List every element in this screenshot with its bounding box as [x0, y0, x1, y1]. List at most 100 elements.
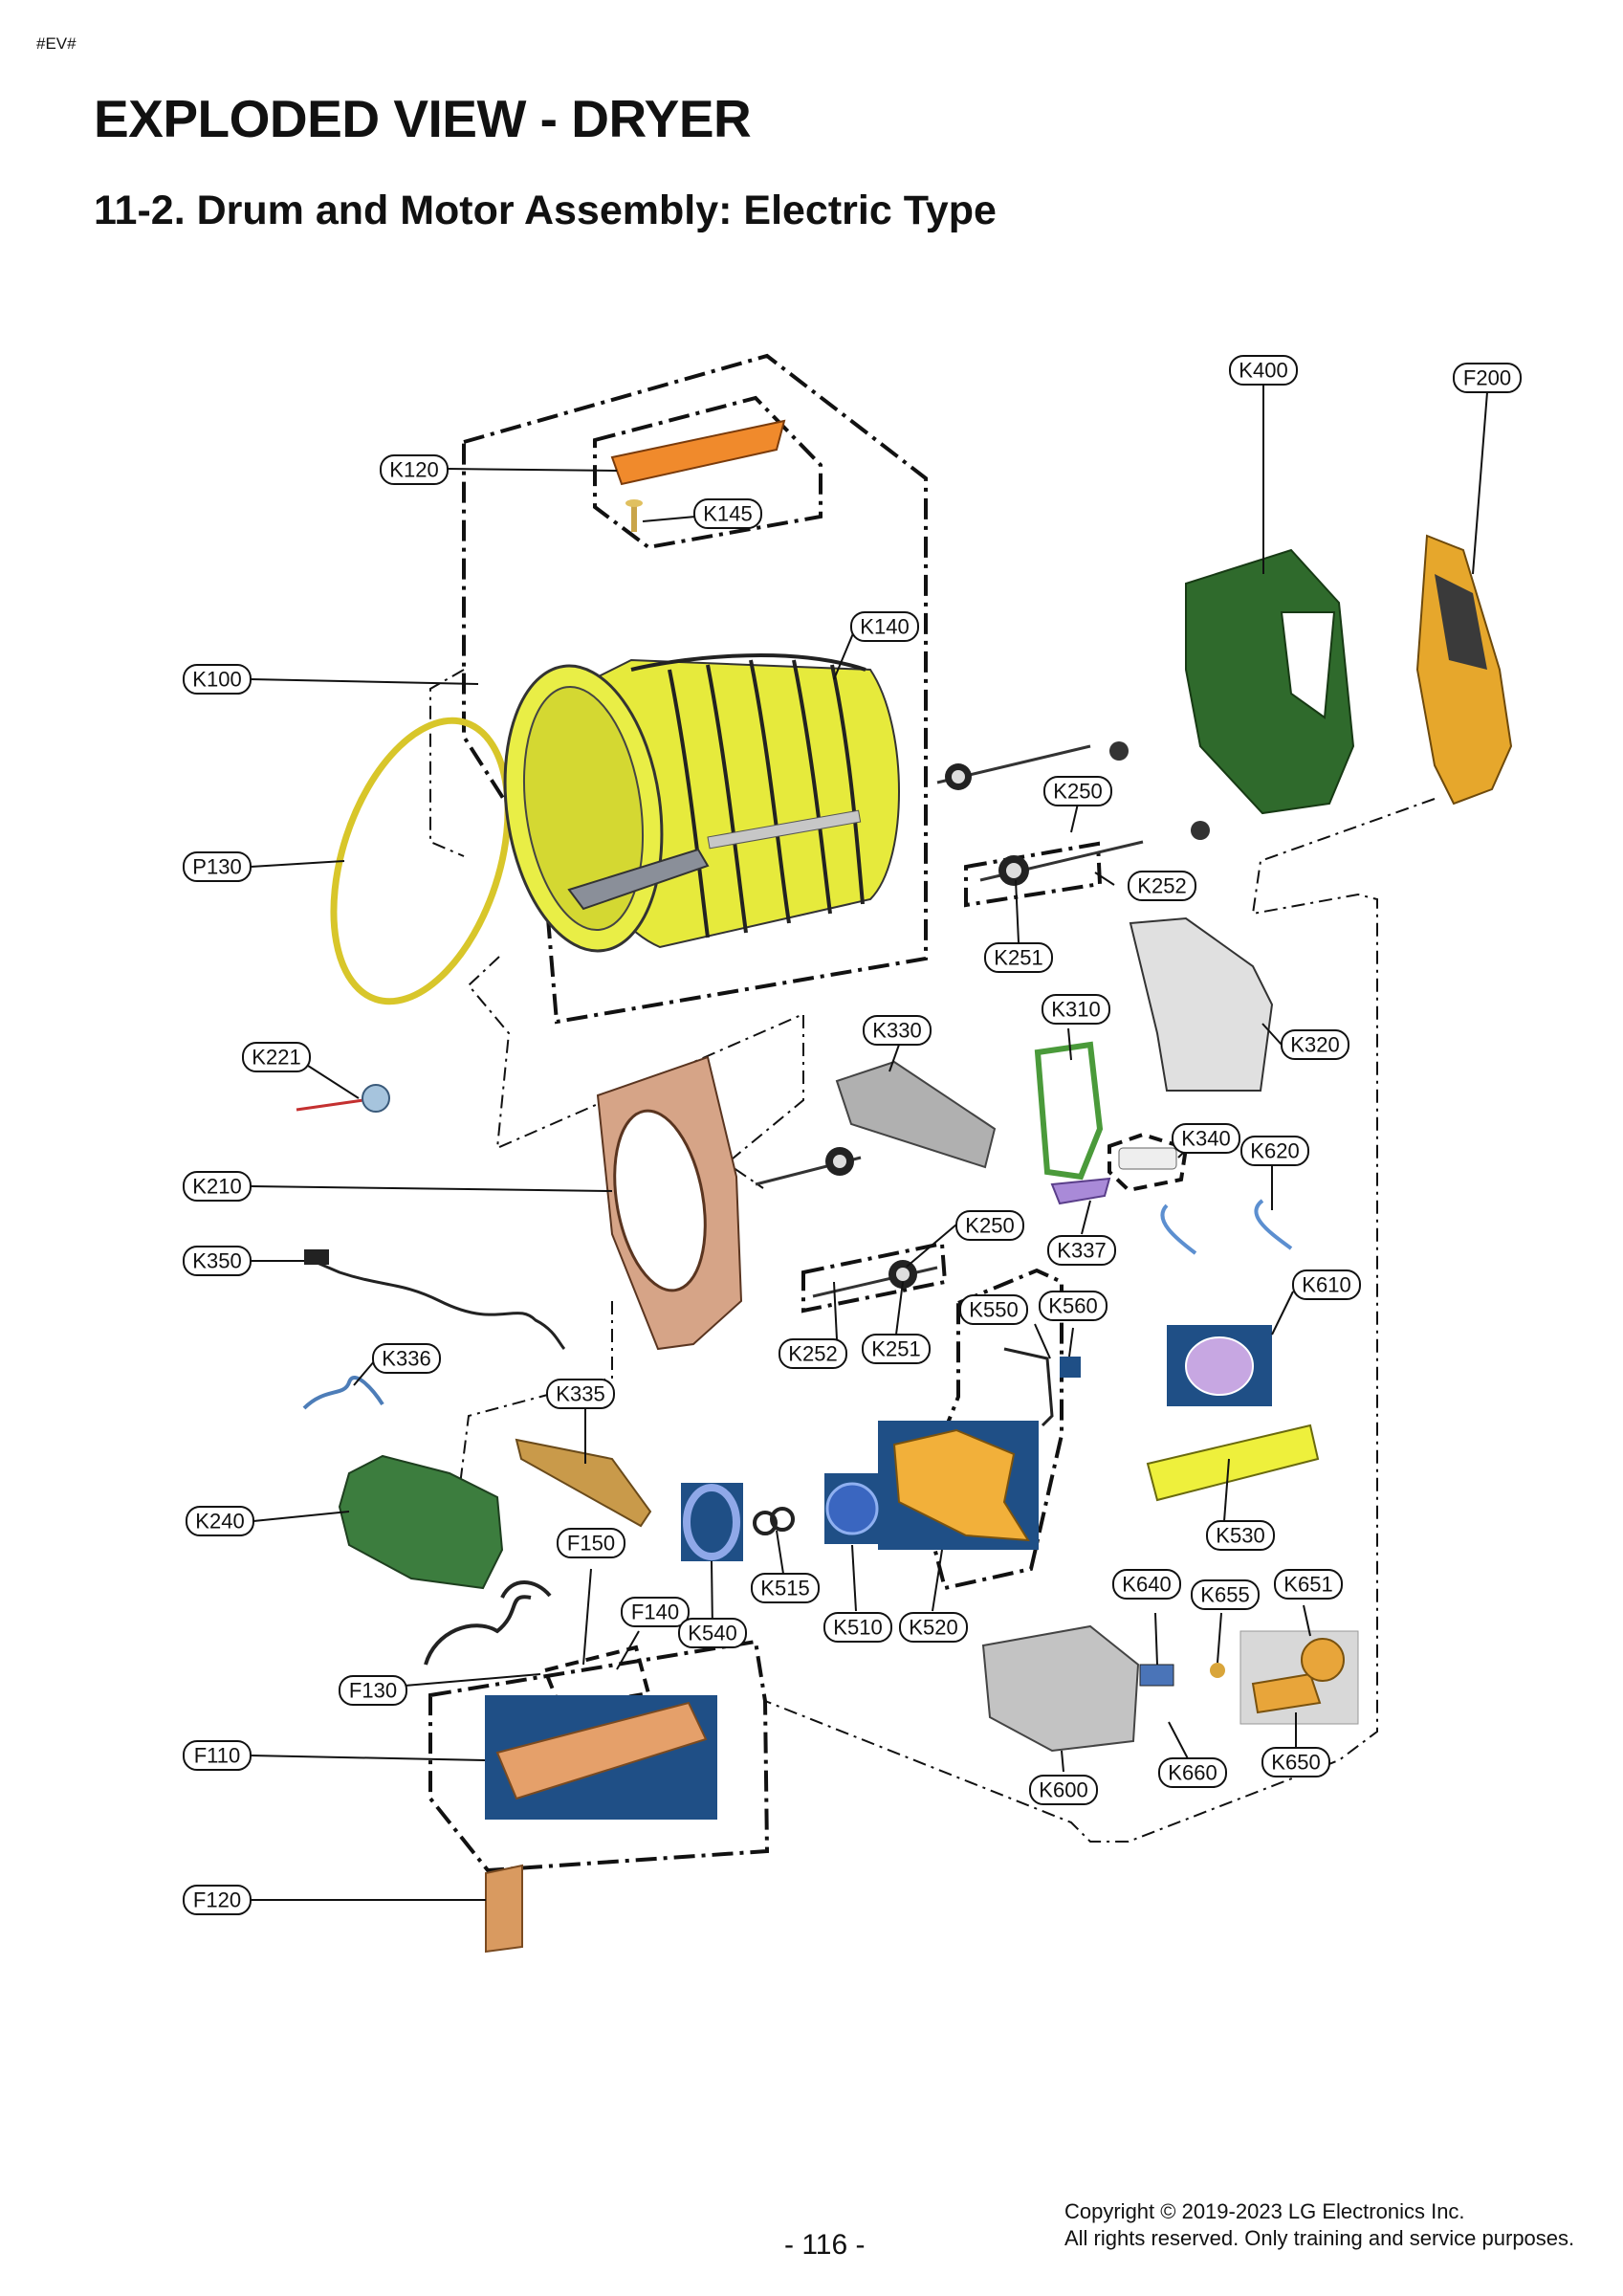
svg-text:K100: K100: [192, 668, 241, 692]
duct-housing-illustration: [338, 1454, 504, 1590]
callout-P130: P130: [183, 851, 252, 882]
svg-text:K210: K210: [192, 1175, 241, 1199]
svg-text:K350: K350: [192, 1249, 241, 1273]
callout-F200: F200: [1453, 363, 1522, 393]
callout-K560: K560: [1039, 1291, 1108, 1321]
callout-K650: K650: [1261, 1747, 1330, 1777]
front-bulkhead-illustration: [596, 1055, 743, 1351]
svg-text:K550: K550: [969, 1298, 1018, 1322]
heater-bracket-illustration: [485, 1864, 523, 1954]
svg-text:K610: K610: [1302, 1273, 1350, 1297]
callout-F130: F130: [339, 1675, 407, 1706]
svg-text:K251: K251: [994, 946, 1042, 970]
svg-text:K640: K640: [1122, 1573, 1171, 1597]
svg-text:K515: K515: [760, 1577, 809, 1601]
callout-F120: F120: [183, 1885, 252, 1915]
svg-text:K340: K340: [1181, 1127, 1230, 1151]
svg-text:K660: K660: [1168, 1761, 1217, 1785]
svg-text:K250: K250: [965, 1214, 1014, 1238]
copyright-notice: Copyright © 2019-2023 LG Electronics Inc…: [1064, 2198, 1574, 2252]
callout-K310: K310: [1042, 994, 1110, 1025]
svg-text:K650: K650: [1271, 1751, 1320, 1775]
svg-text:P130: P130: [192, 855, 241, 879]
roller-shaft-upper: [936, 741, 1129, 790]
drum-illustration: [503, 653, 900, 953]
svg-text:F110: F110: [194, 1744, 241, 1768]
lifter-illustration: [610, 419, 786, 486]
support-illustration: [835, 1060, 997, 1169]
callout-K655: K655: [1191, 1579, 1260, 1610]
svg-text:F130: F130: [349, 1679, 397, 1703]
callout-K252-upper: K252: [1128, 871, 1196, 901]
roller-shaft-middle: [979, 821, 1210, 886]
callout-K221: K221: [242, 1042, 311, 1072]
page-title: EXPLODED VIEW - DRYER: [94, 89, 752, 148]
svg-text:K145: K145: [703, 502, 752, 526]
callout-K350: K350: [183, 1246, 252, 1276]
callout-K520: K520: [899, 1612, 968, 1643]
svg-text:K336: K336: [382, 1347, 430, 1371]
svg-text:K655: K655: [1200, 1583, 1249, 1607]
callout-K400: K400: [1229, 355, 1298, 386]
svg-text:K320: K320: [1290, 1033, 1339, 1057]
clip-illustration: [1050, 1177, 1111, 1205]
svg-text:F200: F200: [1463, 366, 1511, 390]
callout-K337: K337: [1047, 1235, 1116, 1266]
lamp-illustration: [296, 1084, 390, 1113]
callout-K330: K330: [863, 1015, 932, 1046]
callout-K250-upper: K250: [1043, 776, 1112, 806]
spring-illustration: [302, 1376, 384, 1410]
bracket-illustration: [515, 1438, 652, 1528]
callout-K100: K100: [183, 664, 252, 695]
callout-F140: F140: [621, 1597, 690, 1627]
shaft-illustration: [1146, 1424, 1320, 1502]
callout-K620: K620: [1240, 1136, 1309, 1166]
gasket-ring-illustration: [330, 717, 512, 1005]
callout-K210: K210: [183, 1171, 252, 1202]
callout-K335: K335: [546, 1379, 615, 1409]
callout-K510: K510: [823, 1612, 892, 1643]
callout-K651: K651: [1274, 1569, 1343, 1600]
svg-text:K251: K251: [871, 1337, 920, 1361]
callout-F110: F110: [183, 1740, 252, 1771]
callout-K610: K610: [1292, 1269, 1361, 1300]
svg-text:K252: K252: [1137, 874, 1186, 898]
callout-K145: K145: [693, 498, 762, 529]
svg-text:K560: K560: [1048, 1294, 1097, 1318]
header-tag: #EV#: [36, 34, 77, 53]
roller-shaft-lower: [755, 1147, 938, 1298]
svg-text:K651: K651: [1283, 1573, 1332, 1597]
svg-text:K510: K510: [833, 1616, 882, 1640]
callout-K550: K550: [959, 1294, 1028, 1325]
part-illustrations: [296, 419, 1513, 1954]
svg-text:K250: K250: [1053, 780, 1102, 804]
callout-K140: K140: [850, 611, 919, 642]
filter-housing-illustration: [1129, 916, 1274, 1092]
callout-K660: K660: [1158, 1757, 1227, 1788]
section-subtitle: 11-2. Drum and Motor Assembly: Electric …: [94, 188, 997, 233]
callout-K540: K540: [678, 1618, 747, 1648]
svg-text:K221: K221: [252, 1046, 300, 1070]
seal-illustration: [1034, 1041, 1104, 1181]
svg-text:K140: K140: [860, 615, 909, 639]
svg-text:K620: K620: [1250, 1139, 1299, 1163]
callout-K251-upper: K251: [984, 942, 1053, 973]
svg-text:K240: K240: [195, 1510, 244, 1534]
callout-K336: K336: [372, 1343, 441, 1374]
svg-text:F120: F120: [193, 1888, 241, 1912]
copyright-line-2: All rights reserved. Only training and s…: [1064, 2226, 1575, 2250]
screw-illustration: [625, 499, 643, 532]
callout-K250-lower: K250: [955, 1210, 1024, 1241]
callout-K515: K515: [751, 1573, 820, 1603]
svg-text:K335: K335: [556, 1382, 604, 1406]
callout-K252-lower: K252: [779, 1338, 847, 1369]
svg-text:K400: K400: [1239, 359, 1287, 383]
exhaust-duct-illustration: [1415, 534, 1513, 806]
svg-text:F150: F150: [567, 1532, 615, 1556]
svg-text:K530: K530: [1216, 1524, 1264, 1548]
svg-text:K330: K330: [872, 1019, 921, 1043]
callout-K340: K340: [1172, 1123, 1240, 1154]
callout-K600: K600: [1029, 1775, 1098, 1805]
copyright-line-1: Copyright © 2019-2023 LG Electronics Inc…: [1064, 2199, 1465, 2223]
svg-text:K520: K520: [909, 1616, 957, 1640]
